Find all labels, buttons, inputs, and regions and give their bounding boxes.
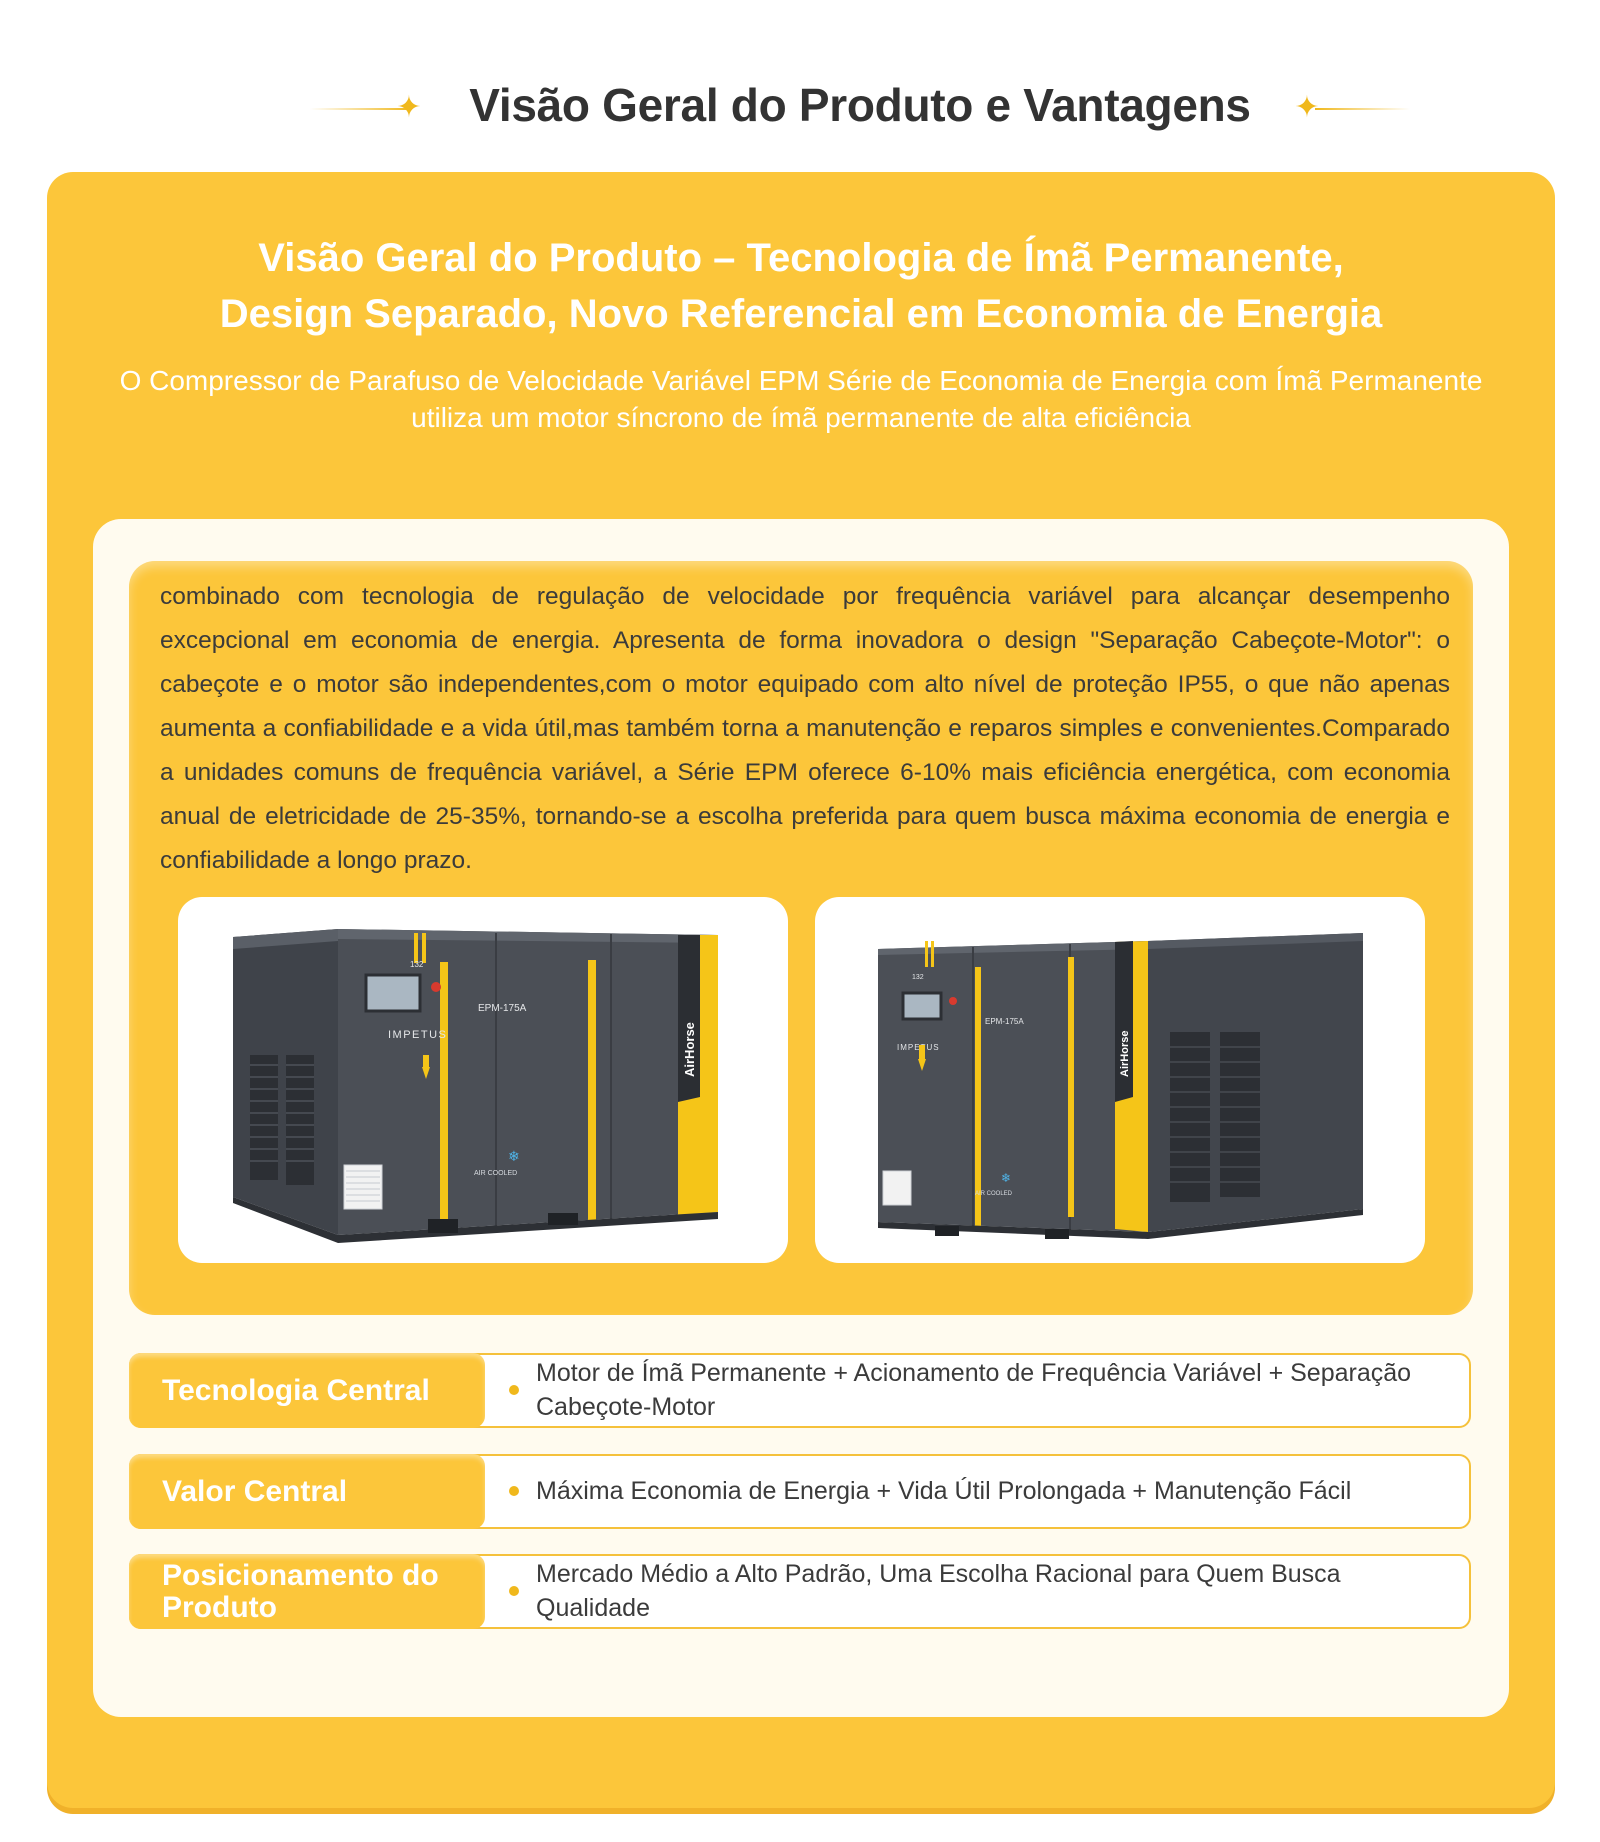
- description-box: combinado com tecnologia de regulação de…: [129, 561, 1473, 1315]
- compressor-image: IMPETUS 132 EPM-175A AirHorse AIR COOLED…: [233, 929, 718, 1243]
- brand-label: AirHorse: [682, 1022, 697, 1077]
- feature-value: Mercado Médio a Alto Padrão, Uma Escolha…: [536, 1560, 1341, 1622]
- bullet-icon: [509, 1586, 519, 1596]
- feature-value: Máxima Economia de Energia + Vida Útil P…: [536, 1477, 1352, 1505]
- impetus-label: IMPETUS: [388, 1029, 447, 1041]
- bullet-icon: [509, 1385, 519, 1395]
- power-label: 132: [912, 974, 924, 981]
- overview-card: Visão Geral do Produto – Tecnologia de Í…: [47, 172, 1555, 1808]
- snowflake-icon: ❄: [1001, 1171, 1011, 1185]
- title-divider-right: [1315, 108, 1410, 110]
- product-image-front: IMPETUS 132 EPM-175A AirHorse AIR COOLED…: [178, 897, 788, 1263]
- description-text: combinado com tecnologia de regulação de…: [160, 583, 1450, 874]
- snowflake-icon: ❄: [508, 1149, 520, 1165]
- feature-label-box: Tecnologia Central: [129, 1353, 485, 1428]
- model-label: EPM-175A: [478, 1003, 527, 1014]
- section-header: ✦ Visão Geral do Produto e Vantagens ✦: [0, 70, 1600, 140]
- cooling-label: AIR COOLED: [474, 1170, 517, 1177]
- model-label: EPM-175A: [985, 1017, 1024, 1026]
- title-divider-left: [310, 108, 410, 110]
- headline: Visão Geral do Produto – Tecnologia de Í…: [47, 230, 1555, 342]
- cooling-label: AIR COOLED: [975, 1191, 1013, 1197]
- feature-row: Posicionamento do Produto Mercado Médio …: [129, 1554, 1471, 1629]
- sparkle-icon: ✦: [1294, 91, 1320, 124]
- feature-label: Valor Central: [162, 1474, 348, 1508]
- feature-label-box: Posicionamento do Produto: [129, 1554, 485, 1629]
- subtitle-line-1: O Compressor de Parafuso de Velocidade V…: [119, 365, 1483, 396]
- feature-value: Motor de Ímã Permanente + Acionamento de…: [536, 1359, 1412, 1421]
- sparkle-icon: ✦: [396, 91, 422, 124]
- feature-row: Tecnologia Central Motor de Ímã Permanen…: [129, 1353, 1471, 1428]
- product-image-angled: IMPETUS 132 EPM-175A AirHorse AIR COOLED…: [815, 897, 1425, 1263]
- headline-line-2: Design Separado, Novo Referencial em Eco…: [219, 292, 1383, 336]
- subtitle-line-2: utiliza um motor síncrono de ímã permane…: [411, 402, 1191, 433]
- feature-label-box: Valor Central: [129, 1454, 485, 1529]
- feature-label: Tecnologia Central: [162, 1373, 430, 1407]
- bullet-icon: [509, 1486, 519, 1496]
- compressor-image: IMPETUS 132 EPM-175A AirHorse AIR COOLED…: [878, 933, 1363, 1239]
- headline-line-1: Visão Geral do Produto – Tecnologia de Í…: [258, 236, 1344, 280]
- feature-label: Posicionamento do Produto: [162, 1558, 439, 1624]
- subtitle: O Compressor de Parafuso de Velocidade V…: [107, 362, 1495, 436]
- power-label: 132: [410, 960, 424, 969]
- impetus-label: IMPETUS: [897, 1043, 940, 1052]
- section-title: Visão Geral do Produto e Vantagens: [469, 79, 1251, 131]
- brand-label: AirHorse: [1119, 1031, 1131, 1077]
- content-panel: combinado com tecnologia de regulação de…: [93, 519, 1509, 1717]
- feature-row: Valor Central Máxima Economia de Energia…: [129, 1454, 1471, 1529]
